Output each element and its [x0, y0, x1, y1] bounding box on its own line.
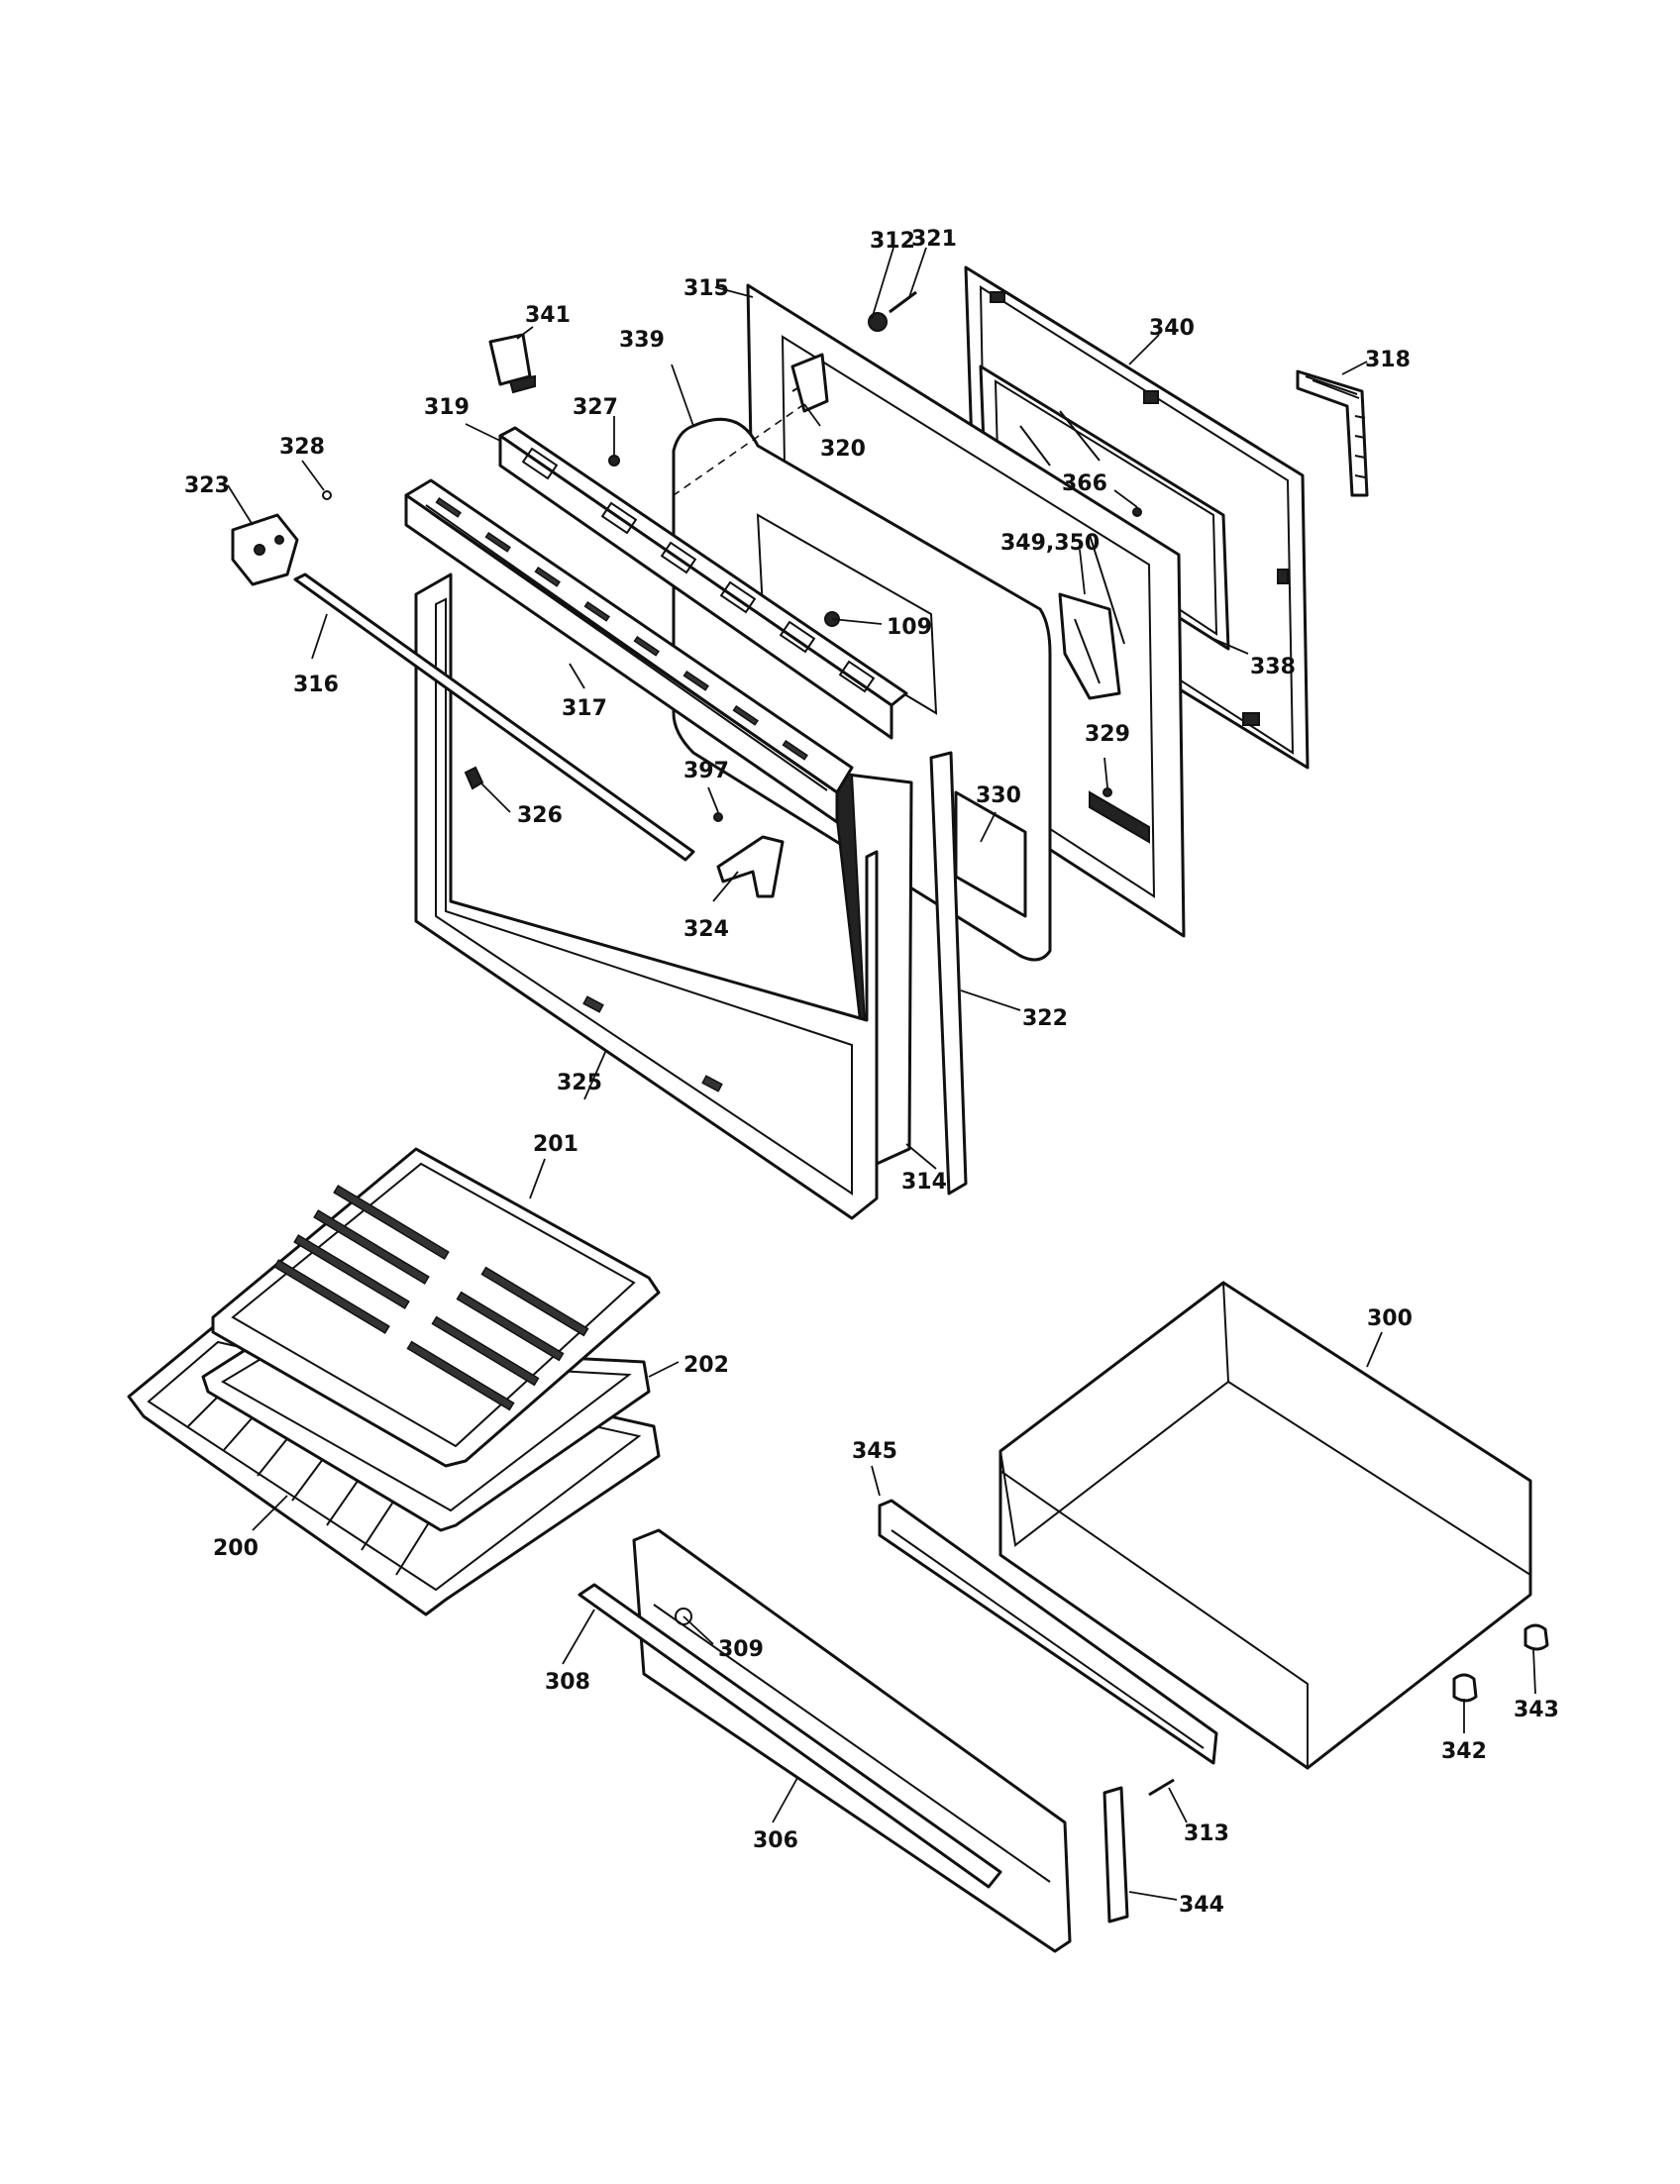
label-329: 329 — [1085, 722, 1130, 747]
part-325-door-frame — [414, 572, 879, 1220]
label-322: 322 — [1022, 1006, 1068, 1031]
part-321-screw — [889, 290, 917, 314]
label-300: 300 — [1367, 1306, 1413, 1331]
part-319-vent-bracket — [498, 426, 908, 740]
label-309: 309 — [718, 1637, 764, 1662]
label-339: 339 — [619, 328, 665, 353]
label-317: 317 — [562, 696, 607, 721]
part-341-plate — [488, 333, 536, 394]
label-343: 343 — [1514, 1698, 1559, 1722]
part-324-handle-bracket — [716, 835, 785, 898]
label-330: 330 — [976, 783, 1021, 808]
label-313: 313 — [1184, 1821, 1229, 1846]
leader-lines — [227, 247, 1536, 1901]
label-320: 320 — [820, 437, 866, 462]
label-315: 315 — [683, 276, 729, 301]
label-345: 345 — [852, 1439, 897, 1464]
part-320-bracket-body — [790, 353, 829, 413]
label-201: 201 — [533, 1132, 578, 1157]
part-345-slide-rail — [878, 1499, 1218, 1765]
part-318-gasket — [1296, 369, 1369, 497]
part-323-hinge-receiver — [231, 513, 299, 586]
label-316: 316 — [293, 673, 339, 697]
label-324: 324 — [683, 917, 729, 942]
part-201-broiler-grid — [211, 1147, 661, 1468]
part-309-grommet — [675, 1608, 692, 1625]
part-327-nut — [608, 455, 620, 467]
label-338: 338 — [1250, 655, 1296, 679]
label-397: 397 — [683, 759, 729, 783]
part-326-clip — [464, 766, 484, 790]
hardware-screws — [322, 290, 1142, 822]
label-341: 341 — [525, 303, 571, 328]
part-344-bracket — [1102, 1786, 1129, 1924]
label-328: 328 — [279, 435, 325, 460]
part-366-screw — [1132, 507, 1142, 517]
label-327: 327 — [573, 395, 618, 420]
label-318: 318 — [1365, 348, 1411, 372]
part-397-screw — [713, 812, 723, 822]
part-313-screw — [1148, 1778, 1175, 1797]
part-328-screw — [322, 490, 332, 500]
label-321: 321 — [911, 227, 957, 252]
label-344: 344 — [1179, 1893, 1224, 1918]
label-342: 342 — [1441, 1739, 1487, 1764]
label-326: 326 — [517, 803, 563, 828]
part-330-baffle — [954, 790, 1027, 918]
label-200: 200 — [213, 1536, 259, 1561]
label-349-350: 349,350 — [1000, 531, 1100, 556]
part-312-washer — [868, 312, 888, 332]
part-322-side-trim — [929, 751, 968, 1196]
part-329-screw — [1102, 787, 1112, 797]
label-340: 340 — [1149, 316, 1195, 341]
part-316-rod — [293, 572, 695, 862]
label-202: 202 — [683, 1353, 729, 1378]
part-308-drawer-handle — [578, 1583, 1002, 1889]
label-325: 325 — [557, 1071, 602, 1095]
label-319: 319 — [424, 395, 470, 420]
part-317-vent-trim — [404, 478, 854, 824]
label-109: 109 — [887, 615, 932, 640]
label-323: 323 — [184, 473, 230, 498]
label-312: 312 — [870, 229, 915, 254]
label-366: 366 — [1062, 471, 1107, 496]
part-349-350-hinge — [1058, 592, 1121, 700]
label-308: 308 — [545, 1670, 590, 1695]
part-300-drawer-box — [998, 1281, 1532, 1770]
label-306: 306 — [753, 1828, 798, 1853]
label-314: 314 — [901, 1170, 947, 1195]
part-343-roller — [1523, 1623, 1549, 1651]
part-342-roller — [1452, 1673, 1478, 1703]
part-labels: 312 321 315 340 318 341 339 327 328 323 … — [184, 227, 1559, 1918]
